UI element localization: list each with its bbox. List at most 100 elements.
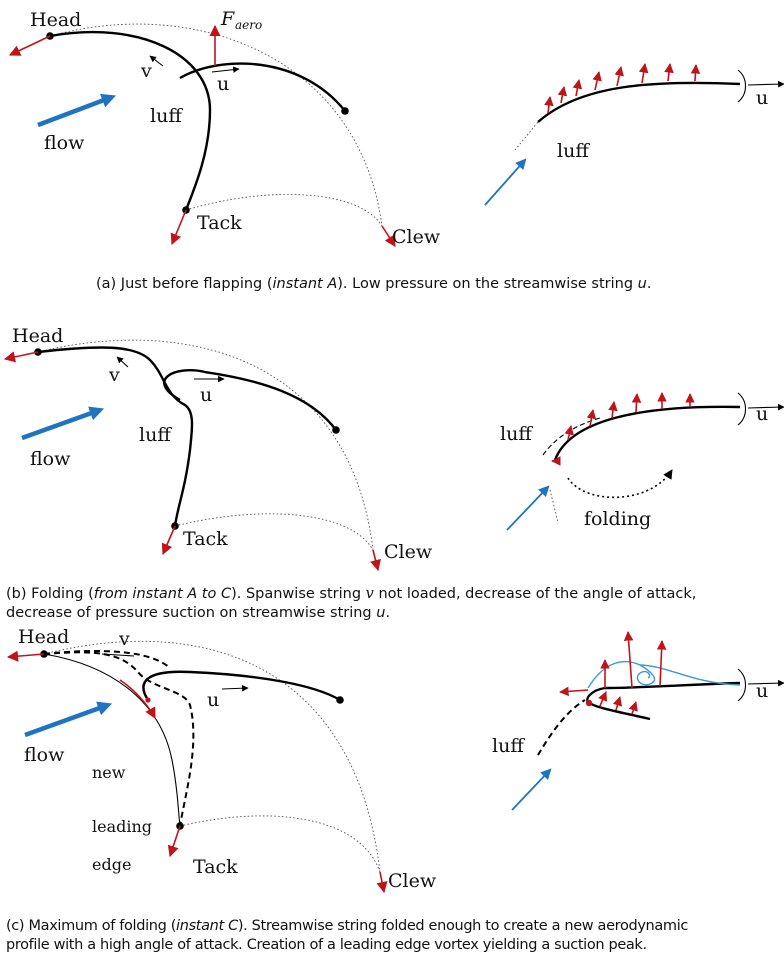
caption-b-suffix: not loaded, decrease of the angle of att…: [373, 586, 697, 602]
u-direction-arrow: [221, 684, 249, 692]
caption-a-prefix: (a) Just before flapping (: [96, 276, 273, 292]
clew-force-arrow: [381, 225, 396, 247]
clew-label: Clew: [392, 226, 441, 248]
head-label: Head: [12, 325, 63, 347]
string-end: [336, 696, 344, 704]
pressure-arrows: [544, 63, 701, 114]
leading-edge-point: [585, 699, 593, 707]
folding-motion-arrow: [567, 469, 673, 499]
streamwise-string-u: [179, 62, 346, 112]
caption-a-emphasis: instant A: [272, 276, 338, 292]
head-label: Head: [30, 9, 81, 31]
string-end: [332, 426, 340, 434]
tack-label: Tack: [183, 528, 228, 550]
v-direction-arrow: [149, 55, 164, 67]
flow-arrow: [37, 93, 117, 128]
tack-force-arrow: [170, 209, 187, 246]
foot-outline: [185, 194, 383, 227]
foot-outline: [179, 815, 381, 873]
leading-edge-vortex: [587, 660, 656, 689]
right-u-label: u: [756, 680, 768, 702]
streamwise-string-u: [163, 369, 337, 431]
v-label: v: [118, 628, 130, 650]
u-direction-arrow-right: [747, 403, 784, 411]
luff-dotted-line: [514, 121, 539, 151]
caption-c-line1: (c) Maximum of folding (instant C). Stre…: [6, 917, 784, 936]
v-label: v: [108, 364, 120, 386]
pressure-arrows: [598, 631, 667, 715]
flow-arrow: [21, 406, 105, 441]
streamwise-string-u: [142, 670, 341, 702]
original-luff: [43, 653, 181, 827]
caption-a-middle: ). Low pressure on the streamwise string: [337, 276, 638, 292]
u-label: u: [200, 384, 212, 406]
right-luff-label: luff: [500, 423, 533, 445]
string-end: [341, 107, 349, 115]
flow-label: flow: [30, 448, 71, 470]
right-u-label: u: [756, 87, 768, 109]
folded-string: [43, 649, 171, 669]
caption-c: (c) Maximum of folding (instant C). Stre…: [6, 917, 784, 955]
luff-label: luff: [139, 424, 172, 446]
caption-c-prefix: (c) Maximum of folding (: [6, 918, 177, 934]
f-aero-label: F: [220, 8, 235, 30]
u-label: u: [207, 689, 219, 711]
foot-outline: [174, 513, 374, 551]
leading-edge-force-arrow: [119, 679, 156, 719]
head-force-arrow: [6, 650, 45, 662]
luff-edge: [49, 31, 212, 211]
flow-arrow-small: [484, 158, 527, 206]
caption-b-middle: ). Spanwise string: [231, 586, 366, 602]
caption-b-prefix: (b) Folding (: [6, 586, 94, 602]
folding-label: folding: [584, 508, 651, 530]
panel-a: Head F aero v u luff flow Tack Clew: [8, 8, 784, 248]
string-break-symbol: [737, 392, 747, 426]
caption-b-line2-variable: u: [376, 605, 386, 621]
section-view-a: luff u: [484, 63, 784, 206]
panel-c: Head v u flow new leading edge Tack Clew: [6, 626, 784, 894]
profile-string-u: [553, 405, 741, 461]
clew-force-arrow: [370, 549, 381, 572]
head-label: Head: [18, 626, 69, 648]
sail-a: Head F aero v u luff flow Tack Clew: [8, 8, 441, 248]
string-break-symbol: [737, 69, 747, 103]
tack-force-arrow: [161, 525, 176, 556]
clew-label: Clew: [384, 541, 433, 563]
u-direction-arrow-right: [747, 679, 784, 687]
u-label: u: [217, 73, 229, 95]
caption-b-variable: v: [365, 586, 374, 602]
caption-c-suffix: ). Streamwise string folded enough to cr…: [237, 918, 689, 934]
luff-label: luff: [150, 105, 183, 127]
folding-dotted-line: [549, 489, 559, 523]
caption-b-line1: (b) Folding (from instant A to C). Spanw…: [6, 585, 784, 604]
edge-label: edge: [92, 855, 131, 874]
leech-outline: [43, 640, 381, 873]
sail-c: Head v u flow new leading edge Tack Clew: [6, 626, 437, 894]
caption-b-line2: decrease of pressure suction on streamwi…: [6, 604, 784, 623]
head-force-arrow: [3, 351, 39, 363]
clew-force-arrow: [376, 871, 388, 894]
caption-c-emphasis: instant C: [176, 918, 238, 934]
caption-a: (a) Just before flapping (instant A). Lo…: [96, 275, 651, 294]
tack-label: Tack: [197, 212, 242, 234]
v-direction-line: [101, 653, 135, 657]
flow-arrow-small: [511, 768, 552, 811]
new-leading-edge-point: [145, 697, 151, 703]
clew-label: Clew: [388, 870, 437, 892]
leading-force-arrow: [559, 686, 589, 697]
caption-b: (b) Folding (from instant A to C). Spanw…: [6, 585, 784, 623]
flow-arrow-small: [506, 485, 550, 531]
right-u-label: u: [756, 403, 768, 425]
profile-string-u: [537, 81, 741, 123]
folded-profile: [586, 681, 741, 721]
f-aero-subscript: aero: [235, 18, 262, 32]
v-label: v: [140, 60, 152, 82]
tack-label: Tack: [193, 856, 238, 878]
v-direction-arrow: [116, 356, 129, 368]
leech-outline: [49, 23, 383, 227]
head-force-arrow: [8, 35, 51, 56]
vortex-wake: [639, 664, 741, 686]
right-luff-label: luff: [492, 735, 525, 757]
section-view-c: luff u: [492, 631, 784, 811]
